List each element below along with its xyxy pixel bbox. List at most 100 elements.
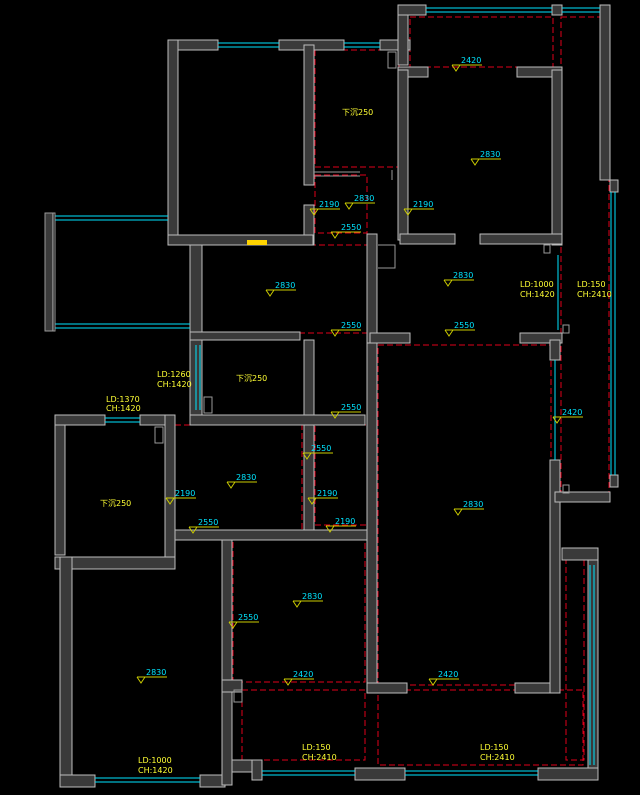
wall [399, 233, 456, 245]
level-marker: 2420 [552, 408, 583, 424]
wall [549, 339, 561, 361]
fixture [562, 484, 570, 494]
fixture [233, 689, 243, 703]
wall [609, 474, 619, 488]
wall [519, 332, 563, 344]
ceiling-outline [565, 559, 585, 761]
wall [164, 414, 176, 558]
wall [551, 4, 563, 16]
wall [354, 767, 406, 781]
level-marker: 2830 [344, 194, 375, 210]
wall [599, 4, 611, 181]
height-label: 2190 [175, 489, 195, 498]
opening-ld: LD:150 [480, 743, 509, 752]
ceiling-outlines [174, 16, 610, 766]
ceiling-outline [377, 689, 584, 766]
level-marker: 2830 [443, 271, 474, 287]
opening-ch: CH:2410 [480, 753, 515, 762]
opening-ld: LD:150 [302, 743, 331, 752]
height-label: 2420 [438, 670, 458, 679]
wall [369, 332, 411, 344]
level-marker: 2190 [325, 517, 356, 533]
level-marker: 2190 [165, 489, 196, 505]
level-marker: 2190 [403, 200, 434, 216]
wall [397, 69, 409, 241]
opening-ch: CH:2410 [577, 290, 612, 299]
room-label: 下沉250 [100, 499, 131, 508]
opening-label: LD:1000 CH:1420 [138, 756, 173, 775]
wall [303, 424, 315, 531]
level-marker: 2830 [292, 592, 323, 608]
level-marker: 2190 [307, 489, 338, 505]
level-marker: 2550 [330, 223, 361, 239]
level-marker: 2420 [283, 670, 314, 686]
opening-ch: CH:1420 [520, 290, 555, 299]
level-marker: 2830 [136, 668, 167, 684]
opening-ch: CH:1420 [138, 766, 173, 775]
wall [189, 331, 301, 341]
wall [479, 233, 563, 245]
ceiling-outline [377, 344, 552, 686]
wall [44, 212, 54, 332]
opening-ch: CH:1420 [157, 380, 192, 389]
ceiling-outline [314, 49, 400, 168]
wall [54, 556, 176, 570]
wall [167, 234, 314, 246]
wall [397, 4, 427, 16]
height-label: 2830 [480, 150, 500, 159]
opening-label: LD:1260 CH:1420 [157, 370, 192, 389]
height-label: 2830 [275, 281, 295, 290]
fixture [203, 396, 213, 414]
door-frame [378, 244, 396, 269]
ceiling-outline [232, 539, 366, 683]
balcony-frame [44, 212, 56, 332]
wall [303, 339, 315, 416]
wall [59, 774, 96, 788]
ceiling-outline [314, 174, 368, 234]
height-label: 2190 [319, 200, 339, 209]
height-label: 2190 [413, 200, 433, 209]
wall [54, 414, 106, 426]
level-marker: 2420 [428, 670, 459, 686]
level-marker: 2190 [309, 200, 340, 216]
wall [551, 69, 563, 246]
wall [167, 39, 179, 246]
height-label: 2190 [335, 517, 355, 526]
walls [44, 4, 619, 788]
height-label: 2830 [453, 271, 473, 280]
opening-label: LD:150 CH:2410 [577, 280, 612, 299]
opening-label: LD:1000 CH:1420 [520, 280, 555, 299]
ceiling-outline [560, 16, 610, 493]
height-label: 2830 [236, 473, 256, 482]
height-label: 2190 [317, 489, 337, 498]
wall [609, 179, 619, 193]
height-label: 2550 [198, 518, 218, 527]
level-marker: 2550 [302, 444, 333, 460]
height-label: 2420 [562, 408, 582, 417]
level-marker: 2420 [451, 56, 482, 72]
wall [303, 44, 315, 186]
height-label: 2830 [463, 500, 483, 509]
wall [59, 556, 73, 786]
wall [199, 774, 226, 788]
opening-ld: LD:150 [577, 280, 606, 289]
height-label: 2550 [311, 444, 331, 453]
height-label: 2550 [341, 403, 361, 412]
height-label: 2550 [454, 321, 474, 330]
opening-ch: CH:1420 [106, 404, 141, 413]
height-label: 2550 [341, 223, 361, 232]
wall [366, 233, 378, 345]
fixture [154, 426, 164, 444]
wall [189, 414, 366, 426]
fixture [543, 244, 551, 254]
wall [221, 679, 243, 693]
opening-label: LD:150 CH:2410 [480, 743, 515, 762]
level-marker: 2830 [453, 500, 484, 516]
opening-label: LD:1370 CH:1420 [106, 395, 141, 413]
opening-labels: LD:1000 CH:1420 LD:150 CH:2410 LD:1260 C… [106, 280, 612, 775]
fixture [387, 51, 397, 69]
fixture [562, 324, 570, 334]
opening-ld: LD:1000 [520, 280, 554, 289]
level-marker: 2830 [470, 150, 501, 166]
